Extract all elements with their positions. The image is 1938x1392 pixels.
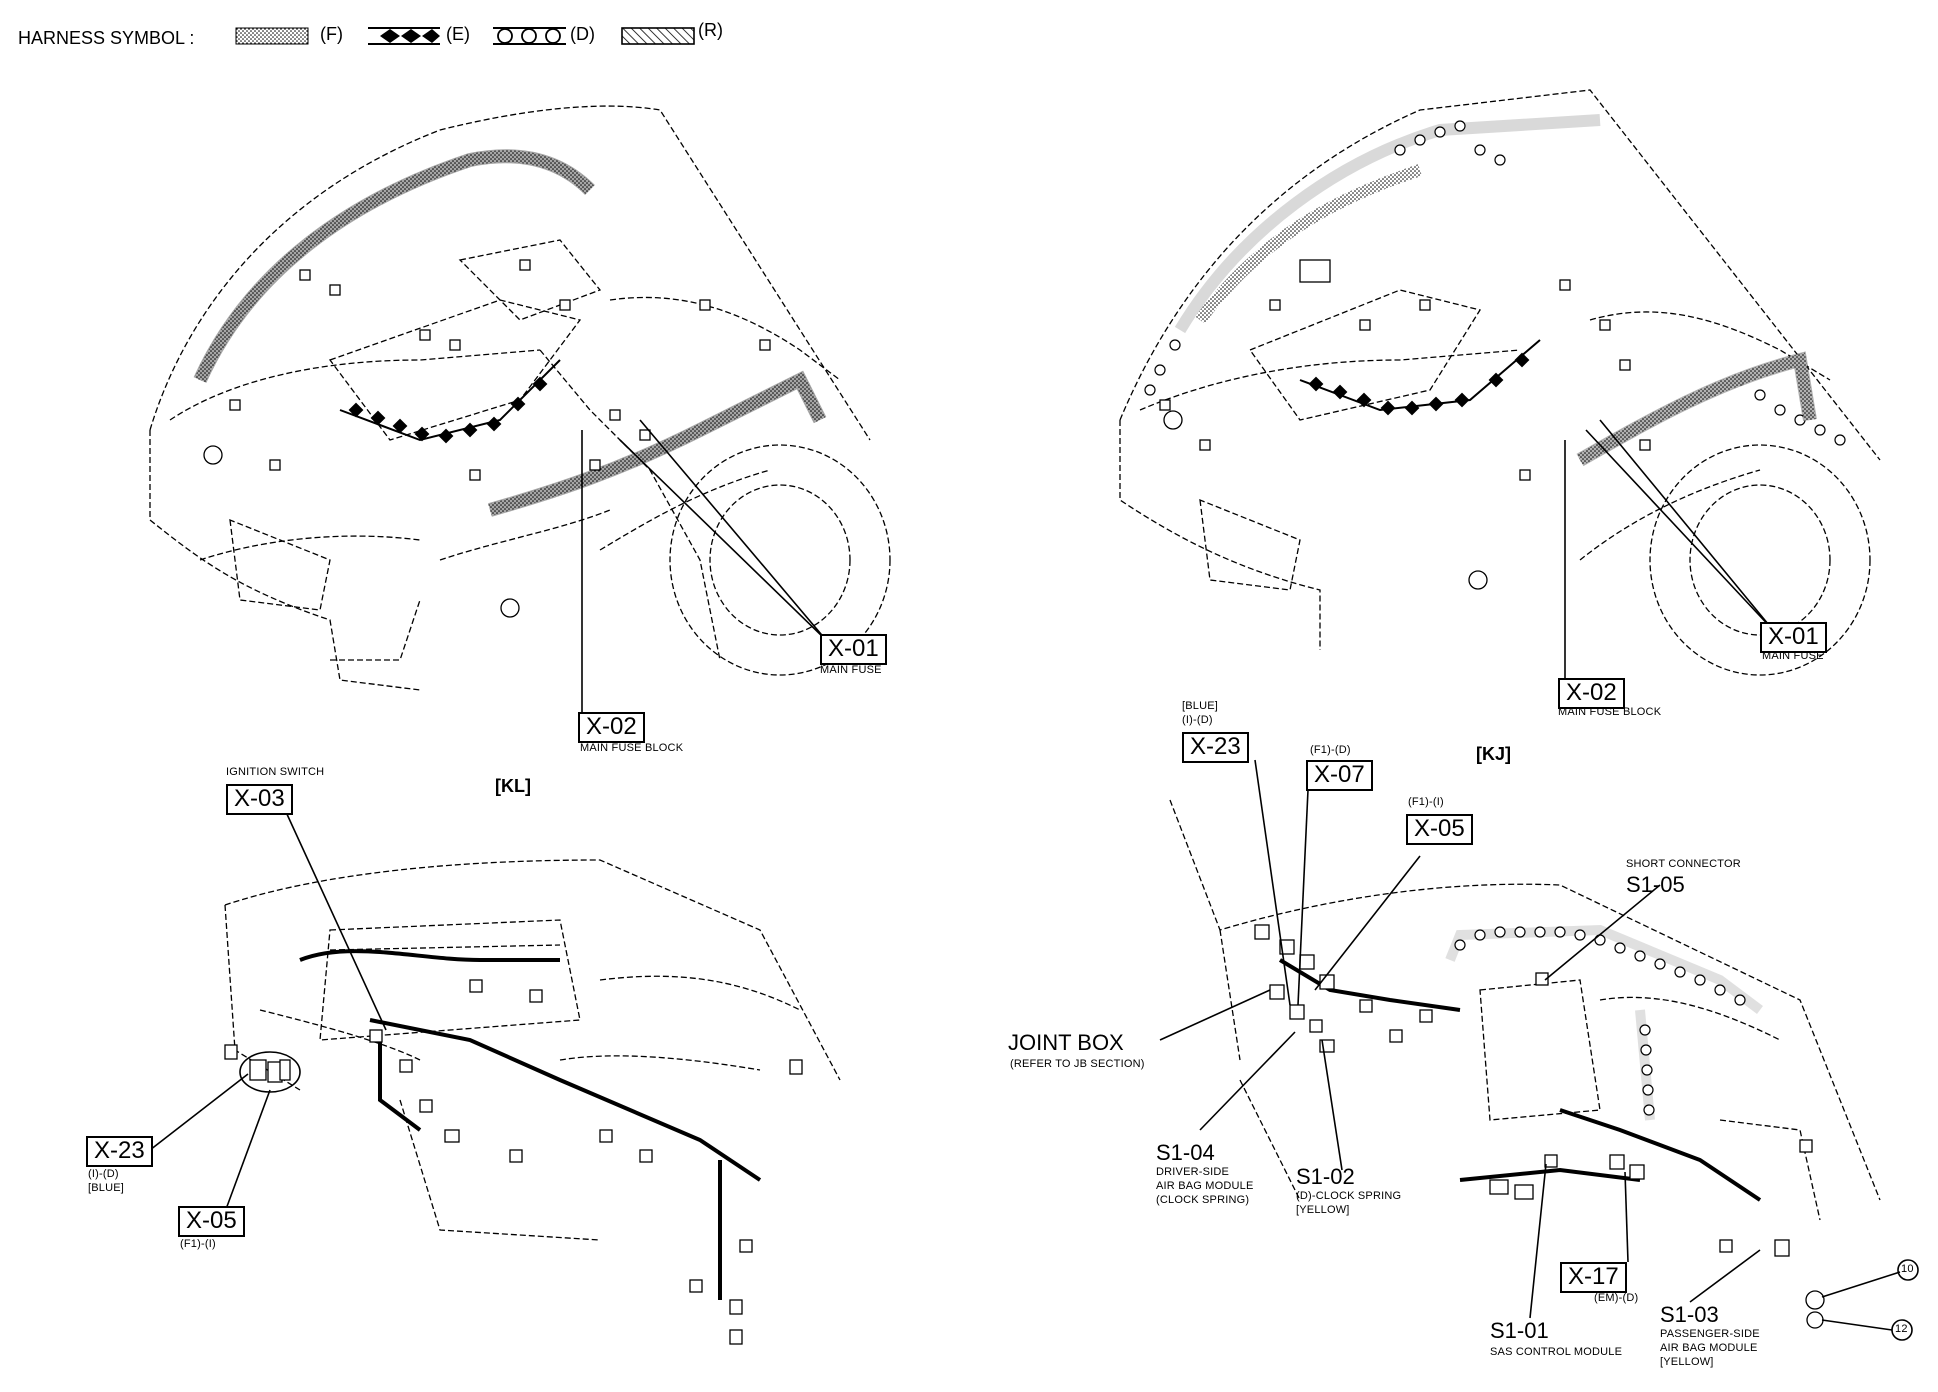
legend-code-r: (R) xyxy=(698,20,723,40)
kl-dash-harness xyxy=(299,949,762,1300)
kj-s102-l2: [YELLOW] xyxy=(1296,1204,1350,1216)
kl-dashboard-drawing xyxy=(224,859,841,1241)
kj-x23-code: X-23 xyxy=(1182,732,1249,763)
legend-title: HARNESS SYMBOL : xyxy=(18,28,195,48)
kj-s101-code: S1-01 xyxy=(1490,1318,1549,1343)
kj-s102-l1: (D)-CLOCK SPRING xyxy=(1296,1190,1402,1202)
kj-x17-l1: (EM)-(D) xyxy=(1594,1292,1639,1304)
legend-symbols xyxy=(235,27,695,45)
kj-dashboard-drawing xyxy=(1169,799,1881,1221)
view-title-kj: [KJ] xyxy=(1476,744,1511,764)
kl-x23-line1: (I)-(D) xyxy=(88,1168,119,1180)
kj-x01-code: X-01 xyxy=(1760,622,1827,653)
kj-x07-line1: (F1)-(D) xyxy=(1310,744,1351,756)
kj-s103-code: S1-03 xyxy=(1660,1302,1719,1327)
kj-jb-title: JOINT BOX xyxy=(1008,1030,1124,1055)
kj-x23-line2: (I)-(D) xyxy=(1182,714,1213,726)
kj-x07-code: X-07 xyxy=(1306,760,1373,791)
kl-engine-connectors xyxy=(203,259,771,618)
kj-harness-circles xyxy=(1144,114,1846,446)
kj-x01-desc: MAIN FUSE xyxy=(1762,650,1824,662)
kl-x01-desc: MAIN FUSE xyxy=(820,664,882,676)
kj-x02-code: X-02 xyxy=(1558,678,1625,709)
kj-x05-line1: (F1)-(I) xyxy=(1408,796,1444,808)
kj-harness-diamonds xyxy=(1299,339,1541,416)
kj-s103-l3: [YELLOW] xyxy=(1660,1356,1714,1368)
legend-dotted-symbol xyxy=(235,27,309,45)
kl-x02-code: X-02 xyxy=(578,712,645,743)
kj-x05-code: X-05 xyxy=(1406,814,1473,845)
legend-code-e: (E) xyxy=(446,24,470,44)
legend-diamond-symbol xyxy=(368,27,440,45)
kl-x01-code: X-01 xyxy=(820,634,887,665)
kj-engine-connectors xyxy=(1159,259,1651,590)
legend-code-f: (F) xyxy=(320,24,343,44)
kl-dash-connectors xyxy=(224,979,803,1345)
kl-x03-title: IGNITION SWITCH xyxy=(226,766,325,778)
kj-s105-code: S1-05 xyxy=(1626,872,1685,897)
kl-harness-diamonds xyxy=(339,359,561,444)
kl-x02-desc: MAIN FUSE BLOCK xyxy=(580,742,684,754)
kj-x17-code: X-17 xyxy=(1560,1262,1627,1293)
kl-x23-code: X-23 xyxy=(86,1136,153,1167)
kj-s102-code: S1-02 xyxy=(1296,1164,1355,1189)
kj-s104-l2: AIR BAG MODULE xyxy=(1156,1180,1254,1192)
kl-dash-leaders xyxy=(149,811,387,1221)
kj-s101-l1: SAS CONTROL MODULE xyxy=(1490,1346,1623,1358)
kl-harness-dotted xyxy=(193,149,827,517)
kj-dash-leaders xyxy=(1159,759,1919,1341)
kl-x05-code: X-05 xyxy=(178,1206,245,1237)
legend-code-d: (D) xyxy=(570,24,595,44)
kj-circled-10: 10 xyxy=(1901,1263,1914,1275)
kj-s104-l3: (CLOCK SPRING) xyxy=(1156,1194,1250,1206)
kl-x03-code: X-03 xyxy=(226,784,293,815)
kl-x23-line2: [BLUE] xyxy=(88,1182,125,1194)
kj-engine-leaders xyxy=(1564,419,1774,680)
kj-dash-harness-circles xyxy=(1445,924,1763,1121)
kj-s104-code: S1-04 xyxy=(1156,1140,1215,1165)
legend-hatched-symbol xyxy=(621,27,695,45)
kj-dash-harness xyxy=(1278,958,1762,1202)
kj-dash-connectors xyxy=(1254,924,1825,1329)
kj-s103-l1: PASSENGER-SIDE xyxy=(1660,1328,1760,1340)
kj-harness-dotted xyxy=(1195,164,1817,467)
kj-x23-line1: [BLUE] xyxy=(1182,700,1219,712)
kj-s103-l2: AIR BAG MODULE xyxy=(1660,1342,1758,1354)
kl-x05-line1: (F1)-(I) xyxy=(180,1238,216,1250)
view-title-kl: [KL] xyxy=(495,776,531,796)
kj-engine-bay-drawing xyxy=(1119,89,1881,676)
kl-engine-leaders xyxy=(581,419,827,716)
kj-circled-12: 12 xyxy=(1895,1323,1908,1335)
kj-s105-title: SHORT CONNECTOR xyxy=(1626,858,1741,870)
kj-s104-l1: DRIVER-SIDE xyxy=(1156,1166,1230,1178)
legend-circle-symbol xyxy=(493,27,566,45)
kj-jb-sub: (REFER TO JB SECTION) xyxy=(1010,1058,1145,1070)
kj-x02-desc: MAIN FUSE BLOCK xyxy=(1558,706,1662,718)
